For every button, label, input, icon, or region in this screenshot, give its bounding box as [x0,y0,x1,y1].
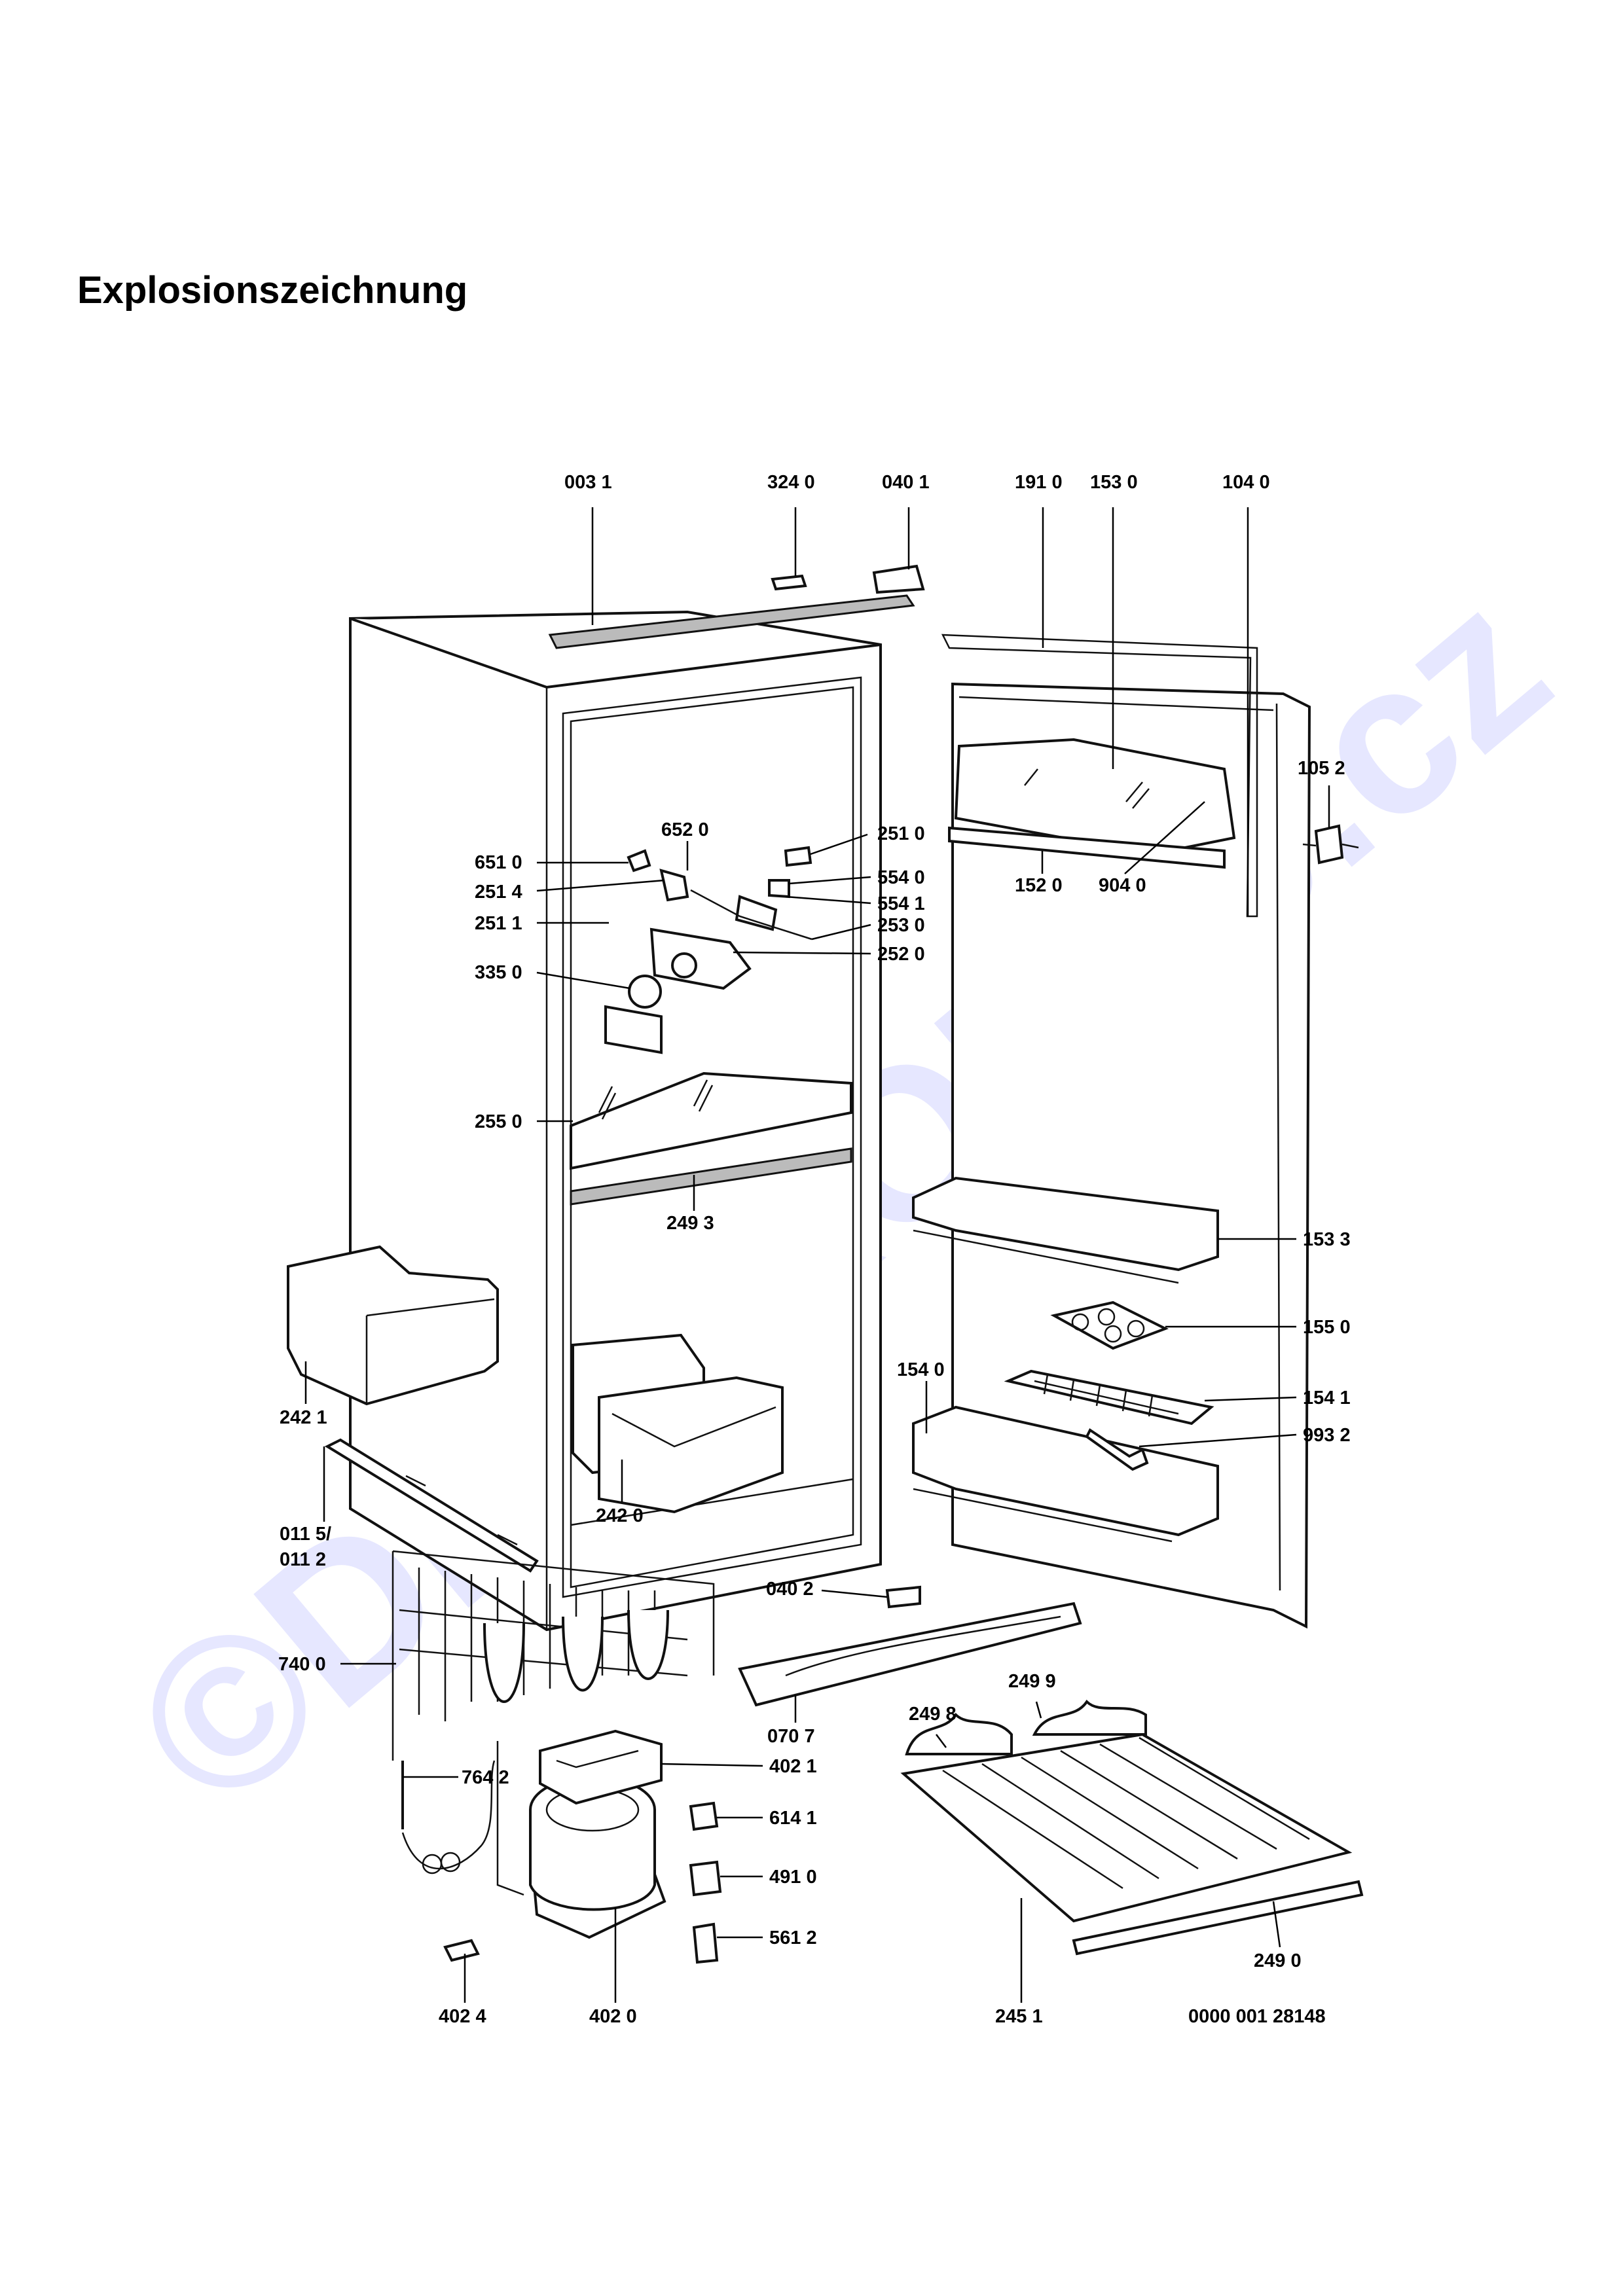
label-614-1: 614 1 [769,1808,817,1829]
label-242-0: 242 0 [596,1505,644,1526]
capillary-tube [401,1760,496,1874]
leader-lines [304,507,1330,2003]
glass-shelf [570,1071,852,1206]
label-740-0: 740 0 [278,1654,326,1675]
front-trim-bar [324,1438,539,1573]
label-154-1: 154 1 [1303,1388,1351,1408]
drawing-number: 0000 001 28148 [1188,2006,1326,2027]
label-104-0: 104 0 [1222,472,1270,493]
label-255-0: 255 0 [475,1111,522,1132]
thermostat-light-assembly [604,846,812,1054]
base-cover [738,1585,1082,1707]
crisper-drawers [572,1333,784,1514]
base-grille [900,1699,1364,1956]
label-904-0: 904 0 [1099,875,1146,896]
label-402-4: 402 4 [439,2006,486,2027]
label-003-1: 003 1 [564,472,612,493]
label-245-1: 245 1 [995,2006,1043,2027]
label-011-2: 011 2 [280,1549,326,1570]
label-040-1: 040 1 [882,472,930,493]
label-764-2: 764 2 [462,1767,509,1788]
compressor-bracket [539,1729,663,1805]
label-402-1: 402 1 [769,1756,817,1777]
label-651-0: 651 0 [475,852,522,873]
vegetable-drawer [287,1245,499,1406]
label-011-5: 011 5/ [280,1524,331,1545]
label-191-0: 191 0 [1015,472,1063,493]
label-249-3: 249 3 [666,1213,714,1234]
label-105-2: 105 2 [1298,758,1345,779]
label-554-1: 554 1 [877,893,925,914]
label-249-0: 249 0 [1254,1950,1302,1971]
label-491-0: 491 0 [769,1867,817,1888]
label-554-0: 554 0 [877,867,925,888]
door [912,634,1359,1629]
part-labels: 003 1 324 0 040 1 191 0 153 0 104 0 105 … [278,472,1351,2027]
label-242-1: 242 1 [280,1407,327,1428]
label-153-3: 153 3 [1303,1229,1351,1250]
top-hinge-parts [771,564,925,594]
label-154-0: 154 0 [897,1359,945,1380]
label-335-0: 335 0 [475,962,522,983]
label-652-0: 652 0 [661,819,709,840]
label-324-0: 324 0 [767,472,815,493]
page-title: Explosionszeichnung [77,269,468,312]
label-152-0: 152 0 [1015,875,1063,896]
label-155-0: 155 0 [1303,1317,1351,1338]
electrical-components [443,1801,722,1964]
label-402-0: 402 0 [589,2006,637,2027]
label-251-1: 251 1 [475,913,522,934]
label-040-2: 040 2 [766,1579,814,1600]
label-251-4: 251 4 [475,882,522,903]
label-993-2: 993 2 [1303,1425,1351,1446]
label-070-7: 070 7 [767,1726,815,1747]
label-253-0: 253 0 [877,915,925,936]
condenser-coil [392,1550,715,1761]
label-252-0: 252 0 [877,944,925,965]
label-249-8: 249 8 [909,1704,957,1725]
label-249-9: 249 9 [1008,1671,1056,1692]
label-561-2: 561 2 [769,1928,817,1948]
compressor [496,1741,666,1939]
label-251-0: 251 0 [877,823,925,844]
label-153-0: 153 0 [1090,472,1138,493]
